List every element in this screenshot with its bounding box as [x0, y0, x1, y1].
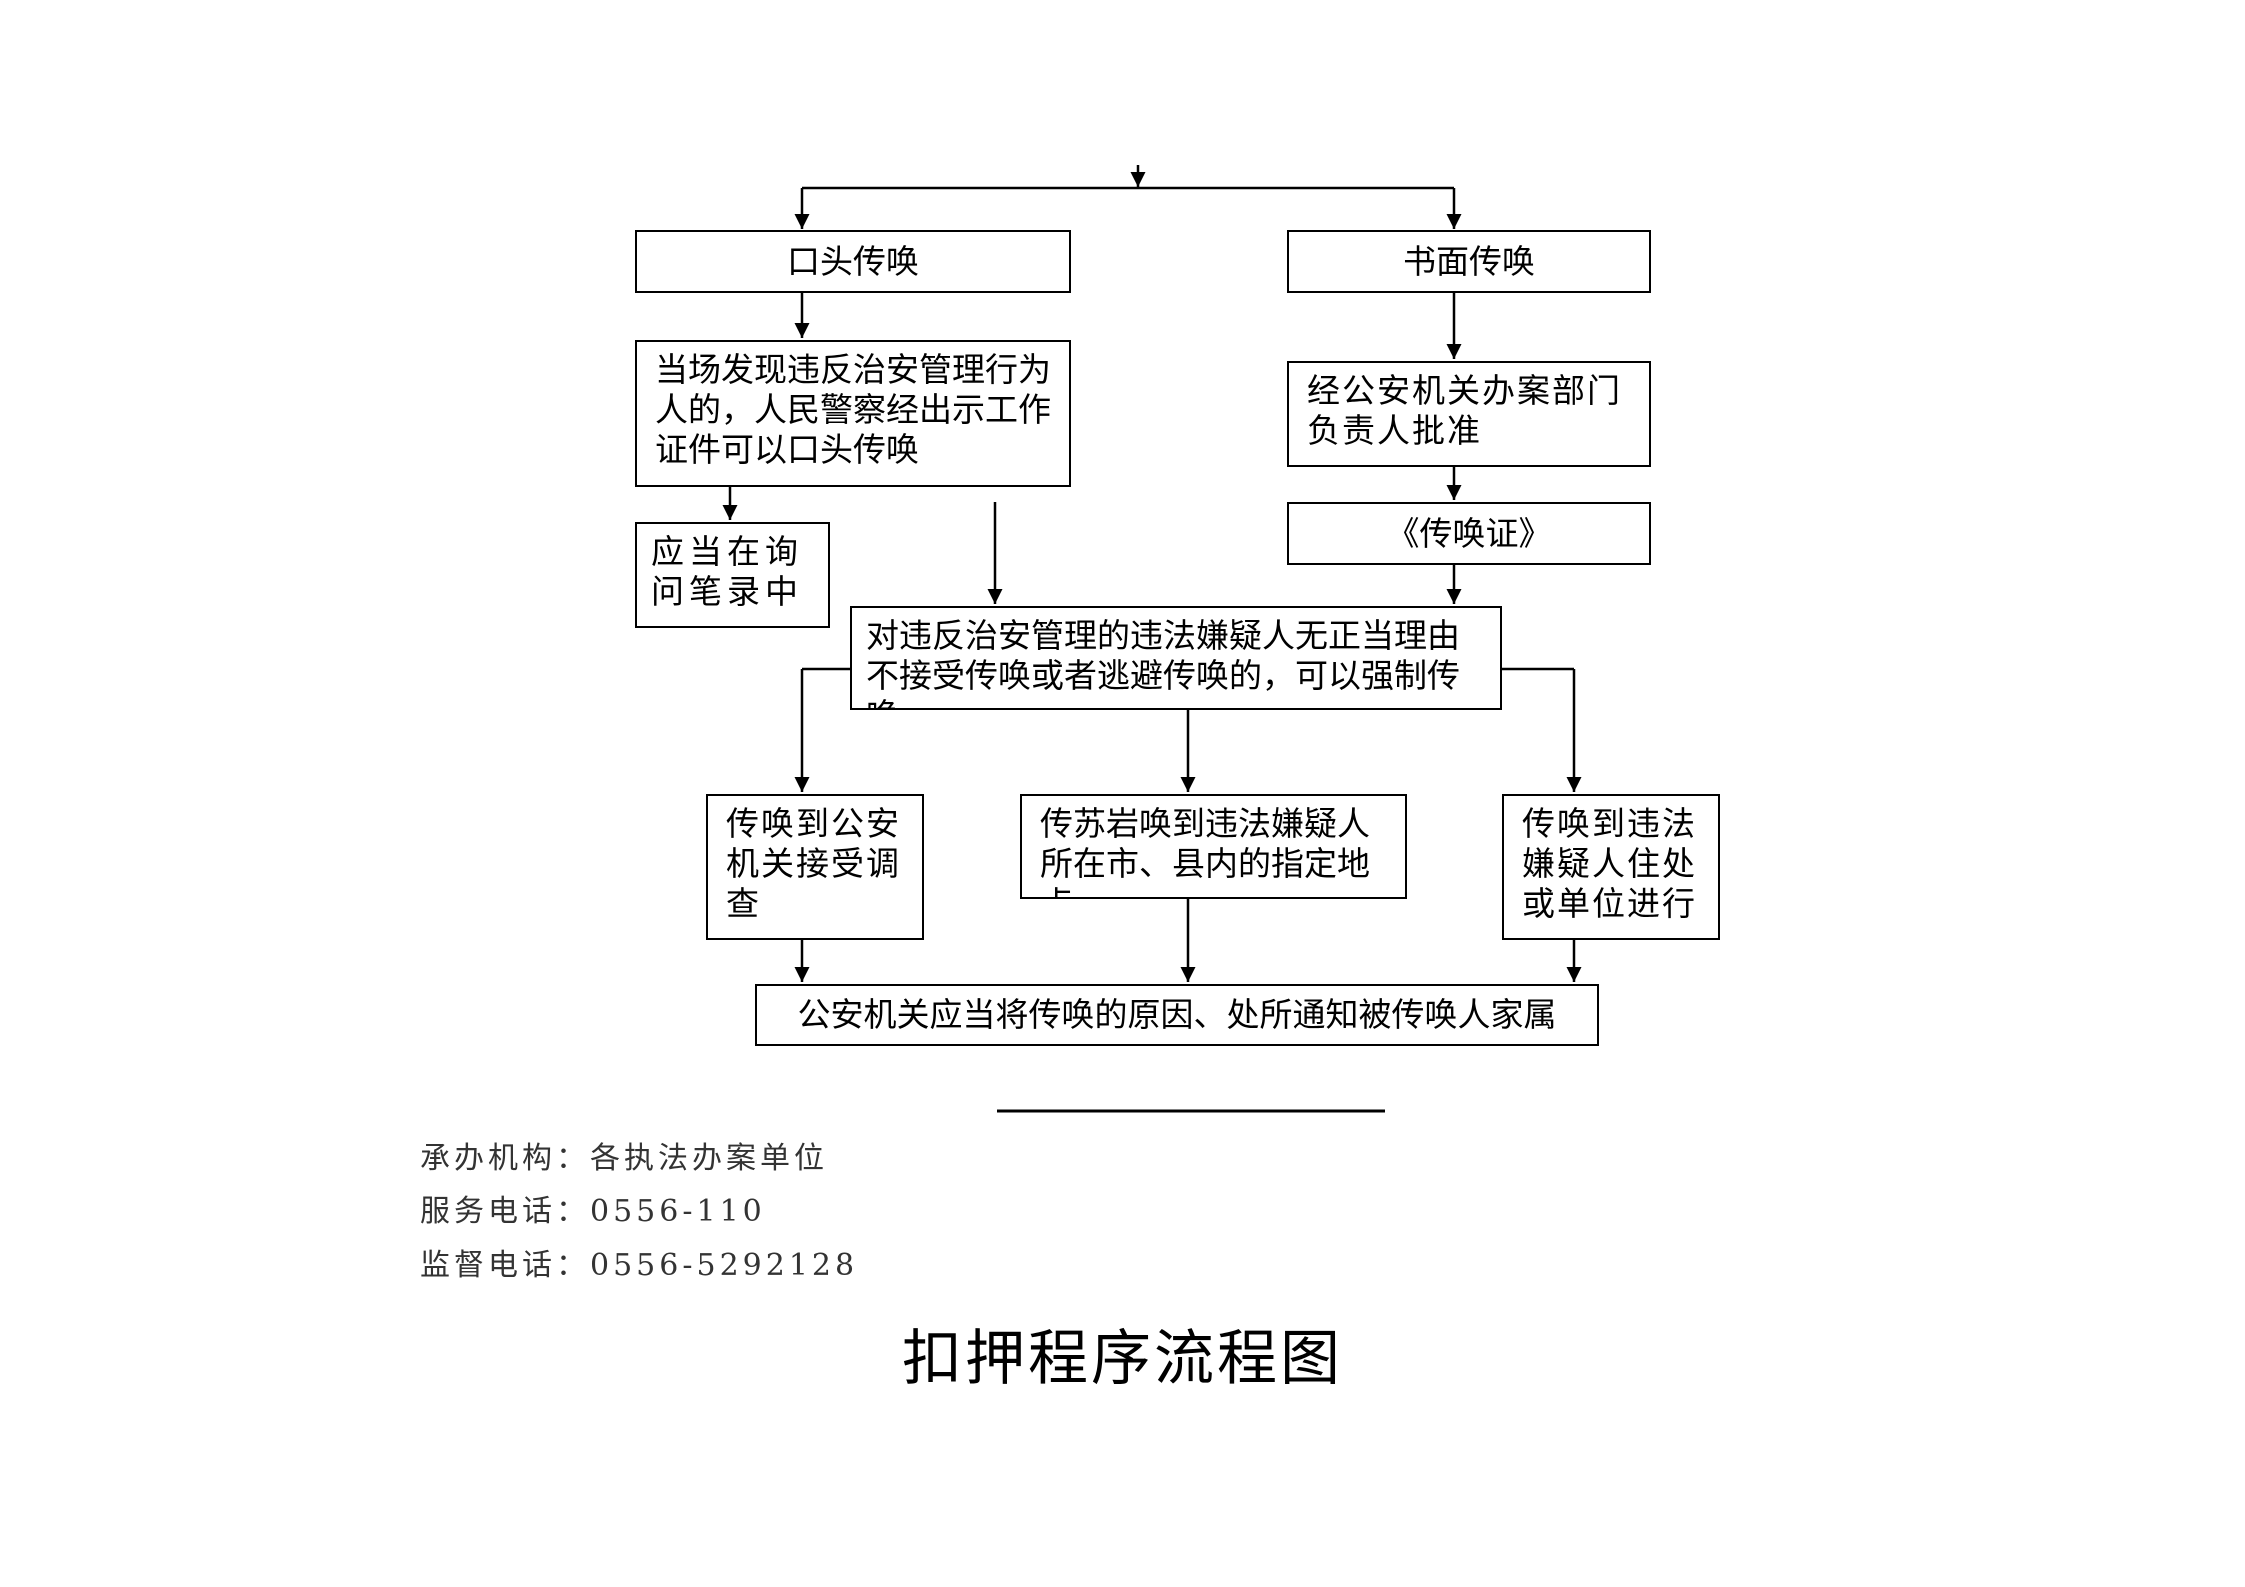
written-summons-label: 书面传唤 — [1403, 241, 1535, 281]
to-residence-text: 传唤到违法嫌疑人住处或单位进行 — [1522, 804, 1697, 923]
service-phone-value: 0556-110 — [590, 1194, 766, 1229]
service-phone-label: 服务电话： — [420, 1194, 590, 1229]
approval-text: 经公安机关办案部门负责人批准 — [1307, 371, 1622, 450]
to-police-box: 传唤到公安机关接受调查 — [706, 794, 924, 940]
oral-condition-box: 当场发现违反治安管理行为人的，人民警察经出示工作证件可以口头传唤 — [635, 340, 1071, 487]
oral-summons-label: 口头传唤 — [787, 241, 919, 281]
organization-label: 承办机构： — [420, 1141, 590, 1176]
forced-summons-text: 对违反治安管理的违法嫌疑人无正当理由不接受传唤或者逃避传唤的，可以强制传唤 — [866, 616, 1460, 708]
oral-summons-box: 口头传唤 — [635, 230, 1071, 293]
record-note-box: 应当在询问笔录中 — [635, 522, 830, 628]
forced-summons-box: 对违反治安管理的违法嫌疑人无正当理由不接受传唤或者逃避传唤的，可以强制传唤 — [850, 606, 1502, 710]
organization-value: 各执法办案单位 — [590, 1141, 828, 1176]
supervision-phone-line: 监督电话：0556-5292128 — [420, 1240, 858, 1284]
oral-condition-text: 当场发现违反治安管理行为人的，人民警察经出示工作证件可以口头传唤 — [655, 350, 1051, 469]
to-designated-place-box: 传苏岩唤到违法嫌疑人所在市、县内的指定地点 — [1020, 794, 1407, 899]
supervision-phone-value: 0556-5292128 — [590, 1248, 859, 1283]
approval-box: 经公安机关办案部门负责人批准 — [1287, 361, 1651, 467]
record-note-text: 应当在询问笔录中 — [651, 532, 803, 611]
summons-certificate-label: 《传唤证》 — [1386, 513, 1552, 553]
summons-certificate-box: 《传唤证》 — [1287, 502, 1651, 565]
to-residence-box: 传唤到违法嫌疑人住处或单位进行 — [1502, 794, 1720, 940]
service-phone-line: 服务电话：0556-110 — [420, 1186, 766, 1230]
notify-family-box: 公安机关应当将传唤的原因、处所通知被传唤人家属 — [755, 984, 1599, 1046]
notify-family-text: 公安机关应当将传唤的原因、处所通知被传唤人家属 — [797, 995, 1557, 1034]
to-police-text: 传唤到公安机关接受调查 — [726, 804, 901, 923]
supervision-phone-label: 监督电话： — [420, 1248, 590, 1283]
page-title: 扣押程序流程图 — [902, 1324, 1343, 1394]
to-designated-place-text: 传苏岩唤到违法嫌疑人所在市、县内的指定地点 — [1040, 804, 1370, 897]
written-summons-box: 书面传唤 — [1287, 230, 1651, 293]
organization-line: 承办机构：各执法办案单位 — [420, 1133, 828, 1177]
